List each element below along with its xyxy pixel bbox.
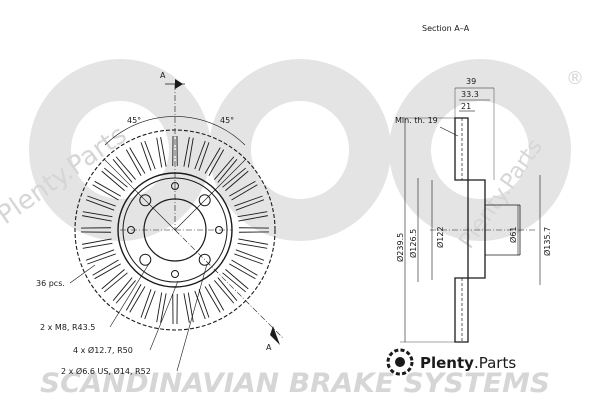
vent-mark xyxy=(125,147,146,176)
vent-mark xyxy=(204,147,225,176)
dim-33-3: 33.3 xyxy=(461,90,479,99)
vent-mark xyxy=(85,249,116,265)
vent-mark xyxy=(140,289,156,320)
registered-mark: ® xyxy=(566,68,584,89)
vent-mark xyxy=(234,249,265,265)
vent-mark xyxy=(85,195,116,211)
vent-mark xyxy=(101,167,128,191)
bolt-hole xyxy=(198,194,211,207)
vent-mark xyxy=(214,277,238,304)
vent-mark xyxy=(81,227,112,233)
dim-126-5: Ø126.5 xyxy=(408,229,418,258)
vent-mark xyxy=(140,140,156,171)
dim-135-7: Ø135.7 xyxy=(542,227,552,256)
small-hole xyxy=(171,182,179,190)
vent-mark xyxy=(82,211,113,222)
vent-mark xyxy=(237,211,268,222)
vent-mark xyxy=(156,137,167,168)
vent-mark xyxy=(229,180,258,201)
vent-mark xyxy=(172,293,178,324)
vent-mark xyxy=(194,289,210,320)
vent-mark xyxy=(82,238,113,249)
leader-bolt-holes xyxy=(149,280,179,351)
vent-mark xyxy=(156,292,167,323)
vent-mark xyxy=(214,156,238,183)
angle-left-label: 45° xyxy=(127,116,141,125)
section-arrow-bottom-icon xyxy=(270,326,280,345)
vent-mark xyxy=(222,269,249,293)
bolt-hole xyxy=(139,253,152,266)
angle-ray-right xyxy=(174,158,247,231)
leader-m8 xyxy=(109,261,151,328)
vent-mark xyxy=(101,269,128,293)
callout-small-holes: 2 x Ø6.6 US, Ø14, R52 xyxy=(61,366,151,376)
callout-m8: 2 x M8, R43.5 xyxy=(40,323,95,332)
vent-mark xyxy=(238,227,269,233)
leader-small-holes xyxy=(176,263,208,372)
vent-mark xyxy=(234,195,265,211)
min-thickness: Min. th. 19 xyxy=(395,116,438,125)
bolt-hole xyxy=(198,253,211,266)
vent-mark xyxy=(229,259,258,280)
vent-mark xyxy=(183,137,194,168)
cooling-vents xyxy=(81,136,269,324)
bolt-hole xyxy=(139,194,152,207)
small-hole xyxy=(171,270,179,278)
section-label-bottom: A xyxy=(266,343,272,352)
vent-mark xyxy=(237,238,268,249)
vent-mark xyxy=(194,140,210,171)
vent-mark xyxy=(112,277,136,304)
dim-122: Ø122 xyxy=(435,226,445,248)
gear-hub-icon xyxy=(395,357,405,367)
front-view xyxy=(69,79,284,372)
angle-arc xyxy=(104,116,246,146)
section-view xyxy=(400,87,541,343)
leader-min-thickness xyxy=(439,126,459,137)
plenty-parts-logo: Plenty.Parts xyxy=(386,348,516,376)
section-title: Section A–A xyxy=(422,24,470,33)
dim-239-5: Ø239.5 xyxy=(395,233,405,262)
sbs-logo-watermark xyxy=(29,59,571,241)
section-label-top: A xyxy=(160,71,166,80)
callout-bolt-holes: 4 x Ø12.7, R50 xyxy=(73,345,133,355)
vent-mark xyxy=(183,292,194,323)
leader-pcs xyxy=(69,264,96,284)
section-outline xyxy=(454,117,486,343)
vent-mark xyxy=(92,180,121,201)
vent-mark xyxy=(204,284,225,313)
section-line xyxy=(174,229,284,339)
dim-21: 21 xyxy=(461,102,471,111)
dim-61: Ø61 xyxy=(508,227,518,243)
gear-icon xyxy=(386,348,414,376)
vent-mark xyxy=(92,259,121,280)
vent-mark xyxy=(125,284,146,313)
section-arrow-top-icon xyxy=(175,79,183,89)
vent-mark xyxy=(222,167,249,191)
vent-mark xyxy=(112,156,136,183)
callout-pcs: 36 pcs. xyxy=(36,279,65,288)
plenty-text: Plenty.Parts xyxy=(420,354,516,372)
angle-ray-left xyxy=(103,158,176,231)
angle-right-label: 45° xyxy=(220,116,234,125)
brand-watermark: SCANDINAVIAN BRAKE SYSTEMS xyxy=(40,368,550,399)
dim-39: 39 xyxy=(466,77,476,86)
vent-mark xyxy=(172,136,178,167)
